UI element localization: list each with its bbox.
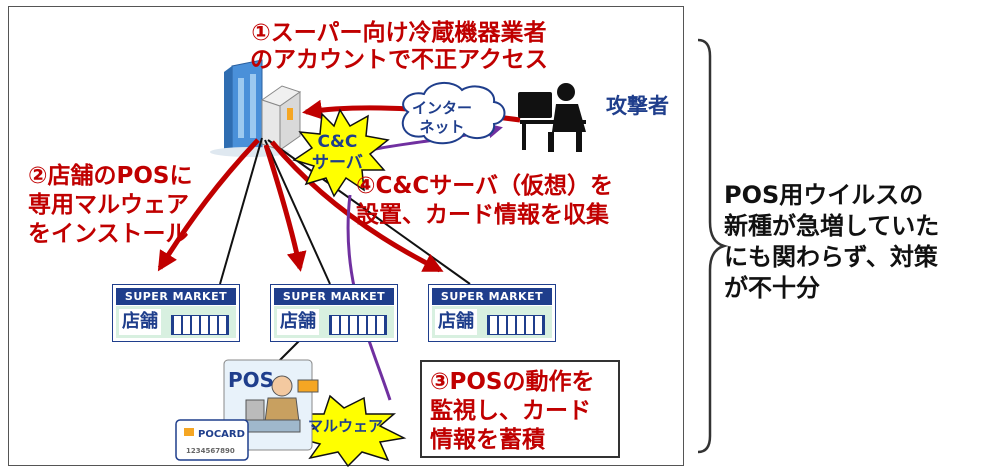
attack-arrows	[157, 99, 521, 273]
step1-line1: ①スーパー向け冷蔵機器業者	[251, 20, 547, 46]
step2-label: ②店舗のPOSに 専用マルウェア をインストール	[28, 162, 192, 249]
summary-line2: 新種が急増していた	[724, 212, 940, 240]
malware-burst	[287, 394, 407, 468]
step3-line1: ③POSの動作を	[430, 369, 595, 395]
diagram-frame	[8, 6, 684, 466]
internet-cloud	[401, 82, 506, 145]
step2-line3: をインストール	[28, 221, 189, 247]
cc-server-burst	[292, 108, 390, 198]
install-arrow-store-1	[157, 138, 260, 272]
store-1: SUPER MARKET 店舗	[112, 284, 240, 342]
malware-label: マルウェア	[308, 417, 384, 435]
cc-server-label: C&C サーバ	[312, 132, 363, 174]
refrigerator-unit	[260, 85, 302, 151]
attacker-label: 攻撃者	[606, 94, 669, 118]
step4-line1: ④C&Cサーバ（仮想）を	[356, 173, 614, 199]
store-3-name: 店舗	[435, 309, 477, 335]
store-2-name: 店舗	[277, 309, 319, 335]
vendor-building	[210, 59, 290, 157]
internet-line1: インター	[412, 99, 473, 117]
store-1-name: 店舗	[119, 309, 161, 335]
step2-line2: 専用マルウェア	[28, 192, 189, 218]
step1-label: ①スーパー向け冷蔵機器業者 のアカウントで不正アクセス	[250, 20, 548, 74]
summary-line3: にも関わらず、対策	[724, 243, 938, 271]
pos-label: POS	[228, 368, 275, 392]
step4-label: ④C&Cサーバ（仮想）を 設置、カード情報を収集	[356, 172, 613, 230]
step3-line3: 情報を蓄積	[430, 427, 545, 453]
step3-line2: 監視し、カード	[430, 398, 591, 424]
step2-line1: ②店舗のPOSに	[28, 163, 193, 189]
install-arrow-store-2	[263, 144, 307, 272]
summary-brace	[697, 38, 729, 454]
step3-box: ③POSの動作を 監視し、カード 情報を蓄積	[420, 360, 620, 458]
summary-text: POS用ウイルスの 新種が急増していた にも関わらず、対策 が不十分	[724, 180, 939, 304]
summary-line4: が不十分	[724, 274, 820, 302]
store-3: SUPER MARKET 店舗	[428, 284, 556, 342]
store-2-sign: SUPER MARKET	[274, 288, 394, 305]
cc-server-line1: C&C	[317, 132, 358, 152]
step1-line2: のアカウントで不正アクセス	[250, 47, 548, 73]
store-2: SUPER MARKET 店舗	[270, 284, 398, 342]
summary-line1: POS用ウイルスの	[724, 181, 924, 209]
internet-label: インター ネット	[412, 99, 472, 137]
store-3-shutter	[487, 315, 545, 335]
credit-card	[175, 419, 249, 461]
cc-server-line2: サーバ	[312, 153, 363, 173]
store-2-shutter	[329, 315, 387, 335]
store-3-sign: SUPER MARKET	[432, 288, 552, 305]
store-1-sign: SUPER MARKET	[116, 288, 236, 305]
store-1-shutter	[171, 315, 229, 335]
card-number: 1234567890	[186, 447, 235, 455]
step4-line2: 設置、カード情報を収集	[356, 202, 609, 228]
attacker-figure	[518, 83, 586, 152]
install-arrow-store-3	[270, 140, 444, 273]
internet-line2: ネット	[419, 118, 465, 136]
card-brand: POCARD	[198, 429, 245, 440]
